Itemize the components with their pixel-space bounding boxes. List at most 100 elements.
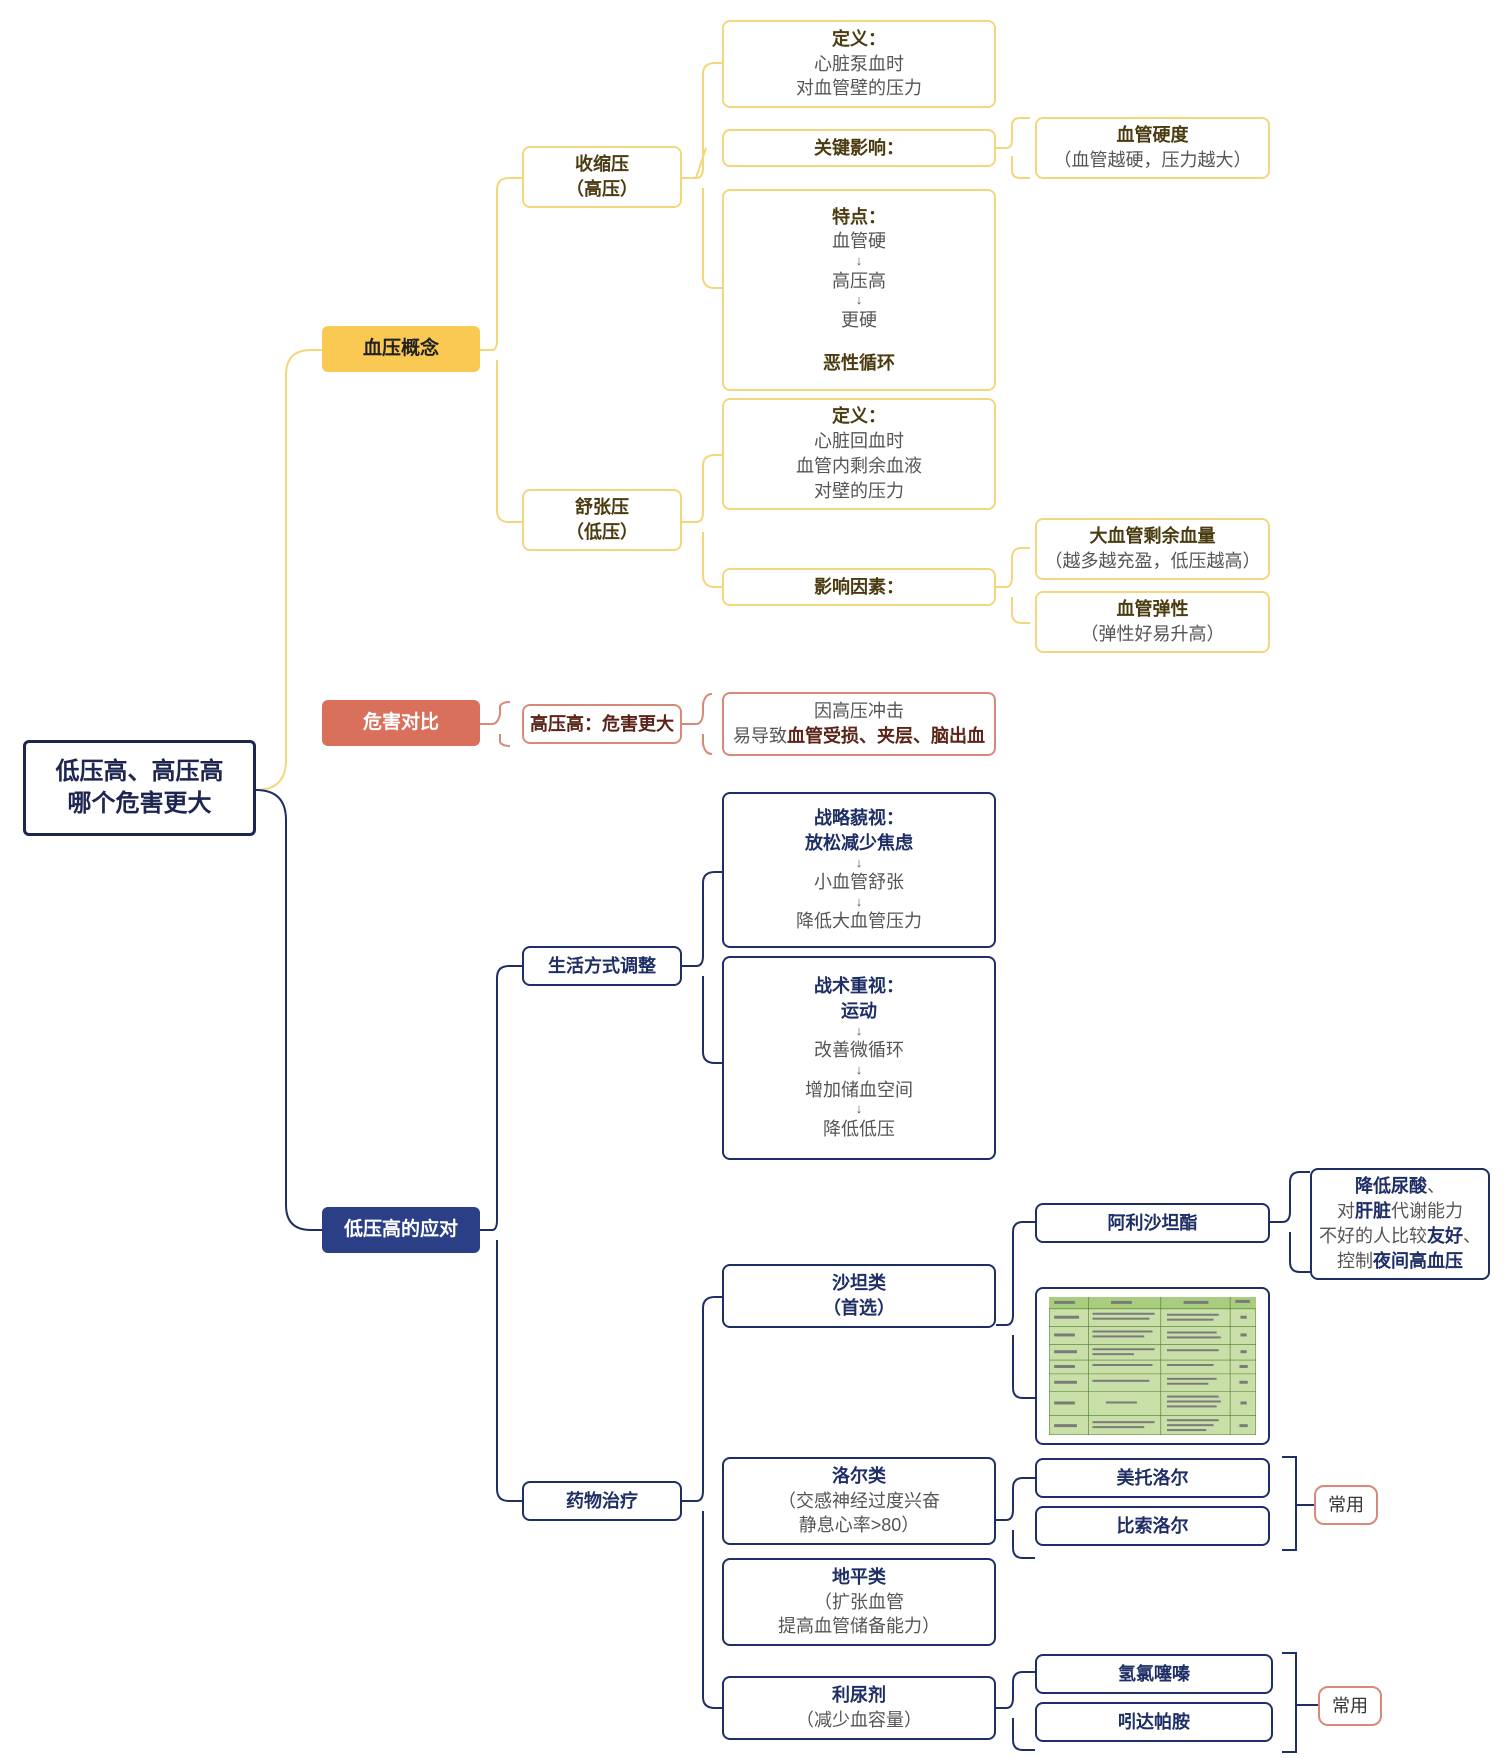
benefit-suffix-3: 、 [1463, 1226, 1481, 1246]
topic-low-bp-response-label: 低压高的应对 [343, 1218, 458, 1240]
definition-line-1: 心脏泵血时 [814, 53, 904, 74]
down-arrow-icon: ↓ [855, 1023, 863, 1039]
features-step-3: 更硬 [841, 309, 877, 330]
node-diastolic-sub: （低压） [566, 522, 638, 542]
benefit-prefix-4: 控制 [1337, 1250, 1373, 1271]
benefit-line-1: 降低尿酸、 [1355, 1174, 1445, 1199]
dipine-line-2: （扩张血管 [814, 1591, 904, 1612]
node-allisartan[interactable]: 阿利沙坦酯 [1035, 1203, 1270, 1243]
sartan-comparison-table-thumbnail [1049, 1297, 1256, 1435]
node-lol[interactable]: 洛尔类 （交感神经过度兴奋 静息心率>80） [722, 1457, 996, 1545]
down-arrow-icon: ↓ [855, 253, 863, 269]
strategic-step-2: 降低大血管压力 [796, 911, 922, 932]
node-systolic[interactable]: 收缩压 （高压） [522, 146, 682, 208]
benefit-line-3: 不好的人比较友好、 [1319, 1224, 1481, 1249]
topic-harm-compare-label: 危害对比 [362, 711, 439, 733]
diuretic-line-2: （减少血容量） [796, 1710, 922, 1730]
tactical-label: 战术重视： [814, 976, 904, 997]
node-dipine[interactable]: 地平类 （扩张血管 提高血管储备能力） [722, 1558, 996, 1646]
lol-title: 洛尔类 [832, 1465, 886, 1486]
tactical-step-3: 降低低压 [823, 1118, 895, 1139]
key-influence-label: 关键影响： [814, 137, 904, 158]
dipine-title: 地平类 [832, 1566, 886, 1587]
features-label: 特点： [832, 206, 886, 227]
node-elasticity[interactable]: 血管弹性 （弹性好易升高） [1035, 591, 1270, 653]
root-topic[interactable]: 低压高、高压高 哪个危害更大 [23, 740, 256, 836]
topic-bp-concept-label: 血压概念 [362, 337, 439, 359]
lol-line-2: （交感神经过度兴奋 [778, 1490, 940, 1511]
node-vessel-hardness[interactable]: 血管硬度 （血管越硬，压力越大） [1035, 117, 1270, 179]
definition-label: 定义： [832, 28, 886, 49]
node-hctz[interactable]: 氢氯噻嗪 [1035, 1654, 1273, 1694]
node-diastolic-definition[interactable]: 定义： 心脏回血时 血管内剩余血液 对壁的压力 [722, 398, 996, 510]
features-conclusion: 恶性循环 [823, 352, 895, 373]
topic-low-bp-response[interactable]: 低压高的应对 [322, 1207, 480, 1253]
lifestyle-label: 生活方式调整 [548, 955, 656, 976]
node-key-influence[interactable]: 关键影响： [722, 129, 996, 167]
features-step-2: 高压高 [832, 270, 886, 291]
summary-tag-common-diuretic[interactable]: 常用 [1318, 1686, 1382, 1726]
node-harm-conclusion[interactable]: 高压高：危害更大 [522, 704, 682, 744]
down-arrow-icon: ↓ [855, 893, 863, 909]
benefit-bold-1: 降低尿酸 [1355, 1176, 1427, 1197]
factors-label: 影响因素： [814, 576, 904, 597]
bisoprolol-label: 比索洛尔 [1116, 1515, 1189, 1536]
node-diuretic[interactable]: 利尿剂 （减少血容量） [722, 1676, 996, 1740]
node-indapamide[interactable]: 吲达帕胺 [1035, 1702, 1273, 1742]
root-line-1: 低压高、高压高 [55, 757, 224, 785]
node-factors[interactable]: 影响因素： [722, 568, 996, 606]
node-bisoprolol[interactable]: 比索洛尔 [1035, 1506, 1270, 1546]
elasticity-desc: （弹性好易升高） [1080, 624, 1225, 644]
down-arrow-icon: ↓ [855, 1101, 863, 1117]
harm-reason-line-2: 易导致血管受损、夹层、脑出血 [733, 724, 985, 749]
tactical-step-1: 改善微循环 [814, 1040, 904, 1061]
node-systolic-title: 收缩压 [575, 154, 629, 175]
node-sartan-table-image[interactable] [1035, 1287, 1270, 1445]
strategic-sub: 放松减少焦虑 [805, 832, 913, 853]
node-harm-reason[interactable]: 因高压冲击 易导致血管受损、夹层、脑出血 [722, 692, 996, 756]
tactical-sub: 运动 [841, 1001, 877, 1022]
node-strategic[interactable]: 战略藐视： 放松减少焦虑 ↓ 小血管舒张 ↓ 降低大血管压力 [722, 792, 996, 948]
topic-harm-compare[interactable]: 危害对比 [322, 700, 480, 746]
harm-reason-line-1: 因高压冲击 [814, 701, 904, 722]
definition-line-1: 心脏回血时 [814, 431, 904, 452]
summary-tag-common-lol[interactable]: 常用 [1314, 1485, 1378, 1525]
benefit-bold-4: 夜间高血压 [1373, 1250, 1463, 1271]
diuretic-title: 利尿剂 [832, 1685, 886, 1706]
topic-bp-concept[interactable]: 血压概念 [322, 326, 480, 372]
vessel-hardness-desc: （血管越硬，压力越大） [1053, 150, 1252, 170]
node-systolic-definition[interactable]: 定义： 心脏泵血时 对血管壁的压力 [722, 20, 996, 108]
node-metoprolol[interactable]: 美托洛尔 [1035, 1458, 1270, 1498]
harm-reason-prefix: 易导致 [733, 726, 787, 746]
root-line-2: 哪个危害更大 [67, 790, 212, 817]
node-diastolic[interactable]: 舒张压 （低压） [522, 489, 682, 551]
node-systolic-sub: （高压） [566, 179, 638, 199]
allisartan-label: 阿利沙坦酯 [1107, 1212, 1198, 1233]
benefit-line-4: 控制夜间高血压 [1337, 1249, 1463, 1274]
hctz-label: 氢氯噻嗪 [1118, 1663, 1190, 1684]
node-drugs[interactable]: 药物治疗 [522, 1481, 682, 1521]
drugs-label: 药物治疗 [566, 1490, 638, 1511]
definition-line-2: 血管内剩余血液 [796, 456, 922, 476]
definition-line-3: 对壁的压力 [814, 480, 904, 501]
residual-blood-desc: （越多越充盈，低压越高） [1044, 551, 1261, 571]
node-diastolic-title: 舒张压 [575, 497, 629, 518]
node-systolic-features[interactable]: 特点： 血管硬 ↓ 高压高 ↓ 更硬 恶性循环 [722, 189, 996, 391]
summary-tag-label: 常用 [1332, 1695, 1368, 1716]
residual-blood-title: 大血管剩余血量 [1089, 526, 1216, 547]
benefit-prefix-2: 对 [1337, 1201, 1355, 1222]
tactical-step-2: 增加储血空间 [805, 1079, 913, 1100]
node-lifestyle[interactable]: 生活方式调整 [522, 946, 682, 986]
down-arrow-icon: ↓ [855, 292, 863, 308]
benefit-prefix-3: 不好的人比较 [1319, 1226, 1427, 1246]
node-sartan[interactable]: 沙坦类 （首选） [722, 1264, 996, 1328]
elasticity-title: 血管弹性 [1116, 599, 1189, 620]
definition-line-2: 对血管壁的压力 [796, 78, 922, 99]
sartan-title: 沙坦类 [832, 1273, 886, 1294]
node-tactical[interactable]: 战术重视： 运动 ↓ 改善微循环 ↓ 增加储血空间 ↓ 降低低压 [722, 956, 996, 1160]
indapamide-label: 吲达帕胺 [1118, 1711, 1190, 1732]
node-residual-blood[interactable]: 大血管剩余血量 （越多越充盈，低压越高） [1035, 518, 1270, 580]
down-arrow-icon: ↓ [855, 854, 863, 870]
node-allisartan-benefit[interactable]: 降低尿酸、 对肝脏代谢能力 不好的人比较友好、 控制夜间高血压 [1310, 1168, 1490, 1280]
